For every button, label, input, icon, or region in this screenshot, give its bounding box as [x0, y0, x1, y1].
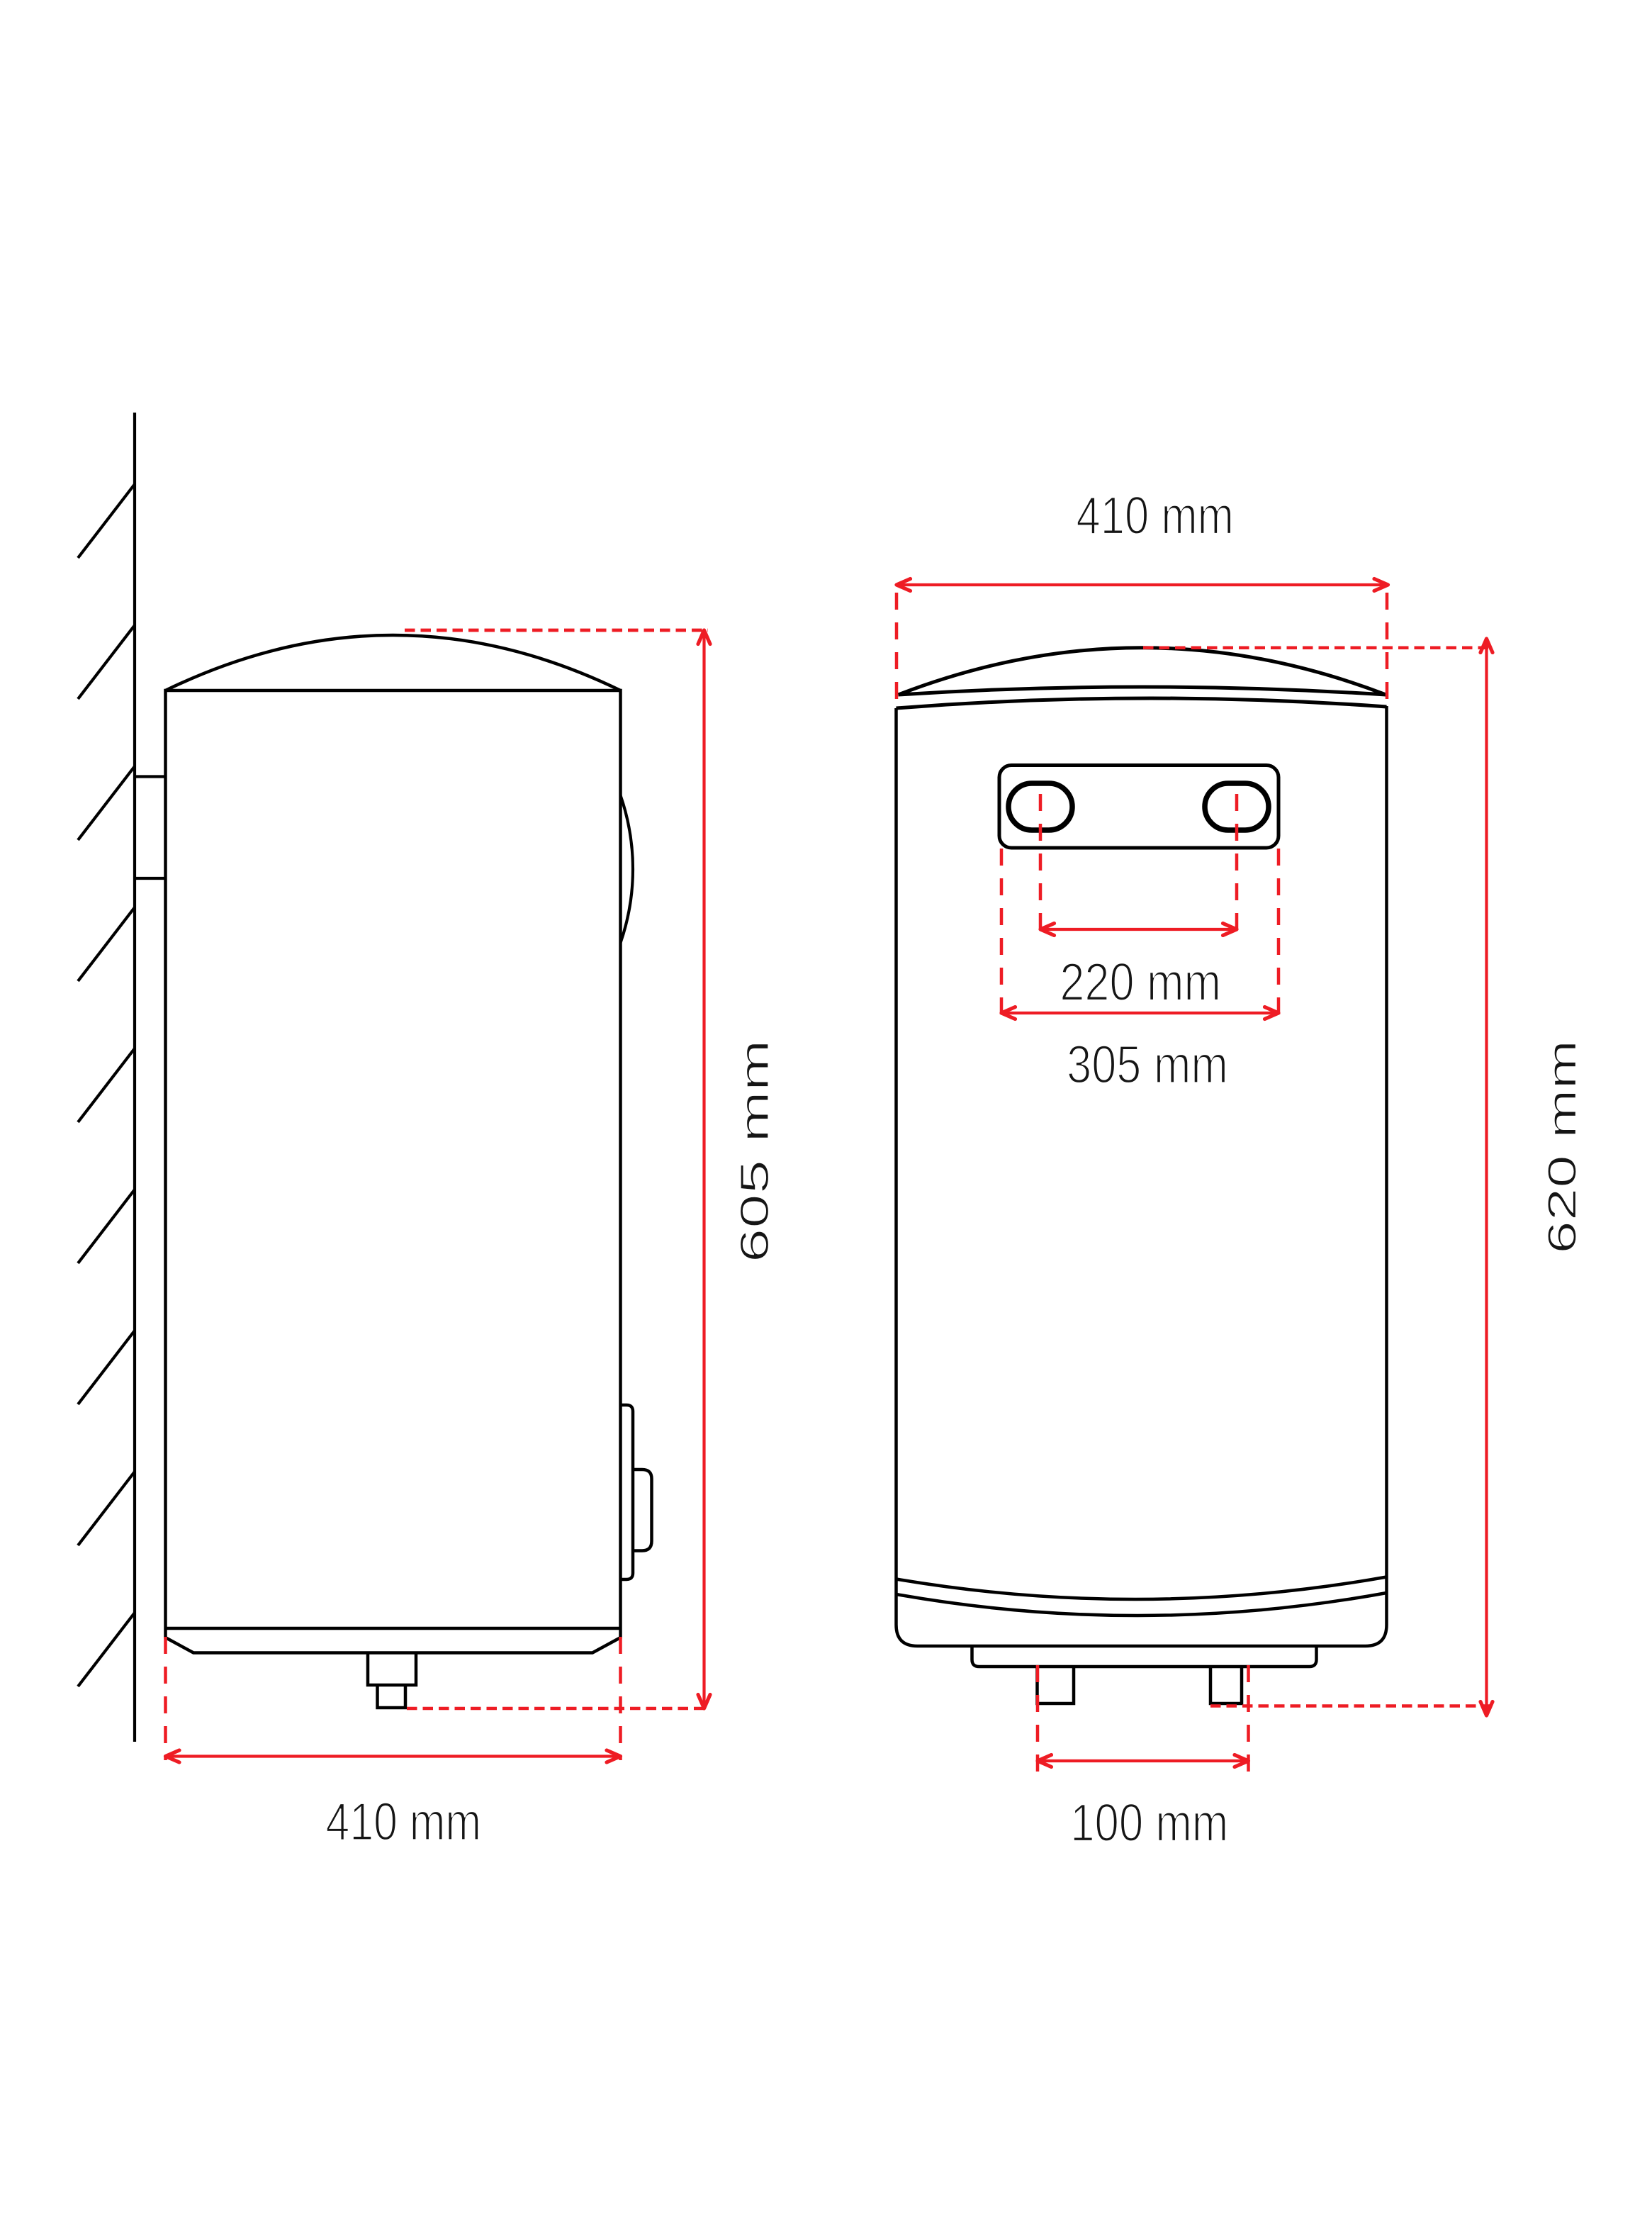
svg-text:620 mm: 620 mm — [1539, 1040, 1585, 1254]
svg-text:305 mm: 305 mm — [1067, 1034, 1228, 1094]
svg-text:410 mm: 410 mm — [326, 1791, 482, 1851]
svg-text:605 mm: 605 mm — [732, 1040, 777, 1263]
svg-text:410 mm: 410 mm — [1077, 486, 1234, 545]
svg-text:100 mm: 100 mm — [1070, 1793, 1228, 1852]
svg-text:220 mm: 220 mm — [1060, 952, 1221, 1012]
